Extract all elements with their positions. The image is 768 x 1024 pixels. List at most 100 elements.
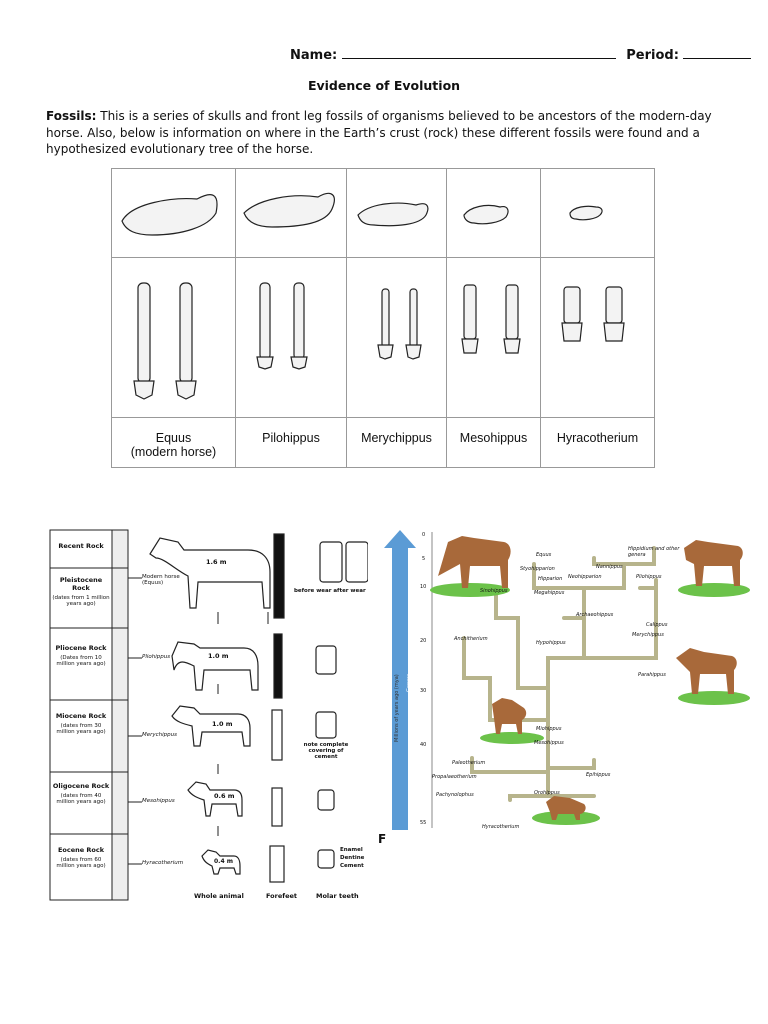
leg-merychippus-icon xyxy=(377,288,422,360)
size-mesohippus: 0.6 m xyxy=(214,792,235,800)
genus-miohippus: Miohippus xyxy=(536,726,562,732)
genus-nannippus: Nannippus xyxy=(596,564,623,570)
genus-hippidium: Hippidium and other genera xyxy=(628,546,680,558)
strata-drawing xyxy=(49,529,368,901)
column-label-hyracotherium: Hyracotherium xyxy=(556,431,639,445)
genus-mesohippus: Mesohippus xyxy=(534,740,564,746)
column-label-merychippus: Merychippus xyxy=(361,431,432,445)
equus-foot-icon xyxy=(273,533,285,619)
tick-0: 0 xyxy=(422,532,426,538)
footer-forefeet: Forefeet xyxy=(266,892,298,900)
genus-megahippus: Megahippus xyxy=(534,590,565,596)
genus-orohippus: Orohippus xyxy=(534,790,560,796)
skull-equus-icon xyxy=(121,194,218,236)
genus-paleotherium: Paleotherium xyxy=(452,760,486,766)
molar-hyracotherium-icon xyxy=(317,849,335,869)
stray-mark: F xyxy=(378,832,387,846)
arrow-label: Genera xyxy=(406,673,412,692)
genus-archaeohippus: Archaeohippus xyxy=(576,612,614,618)
column-label-mesohippus: Mesohippus xyxy=(459,431,528,445)
genus-styohipparion: Styohipparion xyxy=(520,566,555,572)
mesohippus-animal-icon xyxy=(187,781,243,817)
leg-hyracotherium-icon xyxy=(561,286,625,342)
label-pliohippus: Pliohippus xyxy=(142,654,171,660)
label-modern-horse: Modern horse (Equus) xyxy=(142,574,180,586)
size-equus: 1.6 m xyxy=(206,558,227,566)
tick-55: 55 xyxy=(420,820,427,826)
evolution-tree: Genera Millions of years ago (mya) 0 5 1… xyxy=(384,528,766,834)
genus-propalaeotherium: Propalaeotherium xyxy=(432,774,477,780)
skull-hyracotherium-icon xyxy=(569,205,603,221)
horse-hyracotherium-icon xyxy=(546,796,586,820)
period-blank[interactable] xyxy=(683,46,752,59)
intro-text: This is a series of skulls and front leg… xyxy=(46,109,712,156)
molar-after-wear-icon xyxy=(345,541,368,583)
rock-oligocene: Oligocene Rock (dates from 40 million ye… xyxy=(52,782,110,805)
molar-mesohippus-icon xyxy=(317,789,335,811)
genus-parahippus: Parahippus xyxy=(638,672,666,678)
column-label-pilohippus: Pilohippus xyxy=(262,431,320,445)
leg-mesohippus-icon xyxy=(461,284,521,354)
rock-pliocene: Pliocene Rock (Dates from 10 million yea… xyxy=(55,644,107,667)
label-mesohippus: Mesohippus xyxy=(142,798,175,804)
skull-pilohippus-icon xyxy=(243,192,335,228)
name-field[interactable]: Name: Period: xyxy=(290,46,752,63)
genus-pachynolophus: Pachynolophus xyxy=(436,792,474,798)
tick-10: 10 xyxy=(420,584,427,590)
horse-merychippus-icon xyxy=(676,648,737,694)
rock-pleistocene: Pleistocene Rock (dates from 1 million y… xyxy=(52,576,110,607)
genus-neohipparion: Neohipparion xyxy=(568,574,602,580)
pliohippus-foot-icon xyxy=(273,633,283,699)
column-label-equus: Equus (modern horse) xyxy=(130,431,217,459)
period-label: Period: xyxy=(626,48,679,63)
strata-diagram: Recent Rock Pleistocene Rock (dates from… xyxy=(48,528,368,908)
genus-hypohippus: Hypohippus xyxy=(536,640,566,646)
molar-before-wear-icon xyxy=(319,541,343,583)
horse-mesohippus-icon xyxy=(492,698,527,734)
rock-recent: Recent Rock xyxy=(58,542,104,550)
genus-hipparion: Hipparion xyxy=(538,576,563,582)
fossil-table: Equus (modern horse) Pilohippus Merychip… xyxy=(111,168,655,468)
note-cement: note complete covering of cement xyxy=(303,742,349,760)
size-merychippus: 1.0 m xyxy=(212,720,233,728)
genus-calippus: Calippus xyxy=(646,622,668,628)
genera-arrow-icon xyxy=(384,530,416,830)
merychippus-foot-icon xyxy=(271,709,283,761)
tick-5: 5 xyxy=(422,556,426,562)
leg-pilohippus-icon xyxy=(256,282,308,370)
genus-epihippus: Epihippus xyxy=(586,772,611,778)
tick-20: 20 xyxy=(420,638,427,644)
intro-lead: Fossils: xyxy=(46,109,97,123)
name-label: Name: xyxy=(290,48,338,63)
footer-whole-animal: Whole animal xyxy=(194,892,244,900)
merychippus-animal-icon xyxy=(171,705,251,747)
mesohippus-foot-icon xyxy=(271,787,283,827)
tick-30: 30 xyxy=(420,688,427,694)
size-pliohippus: 1.0 m xyxy=(208,652,229,660)
horse-pliohippus-icon xyxy=(684,540,743,586)
rock-eocene: Eocene Rock (dates from 60 million years… xyxy=(56,846,106,869)
rock-miocene: Miocene Rock (dates from 30 million year… xyxy=(55,712,107,735)
skull-mesohippus-icon xyxy=(463,204,509,225)
size-hyracotherium: 0.4 m xyxy=(214,858,233,865)
horse-equus-icon xyxy=(438,536,511,588)
molar-merychippus-icon xyxy=(315,711,337,739)
molar-pliohippus-icon xyxy=(315,645,337,675)
label-hyracotherium: Hyracotherium xyxy=(142,860,184,866)
name-blank[interactable] xyxy=(341,46,616,59)
tick-40: 40 xyxy=(420,742,427,748)
genus-merychippus: Merychippus xyxy=(632,632,664,638)
pliohippus-animal-icon xyxy=(171,641,259,691)
footer-molar-teeth: Molar teeth xyxy=(316,892,359,900)
skull-merychippus-icon xyxy=(357,202,429,227)
genus-anchitherium: Anchitherium xyxy=(454,636,488,642)
page-title: Evidence of Evolution xyxy=(307,78,461,93)
tooth-labels: Enamel Dentine Cement xyxy=(340,847,365,869)
hyracotherium-foot-icon xyxy=(269,845,285,883)
genus-pliohippus: Pliohippus xyxy=(636,574,662,580)
equus-animal-icon xyxy=(149,537,271,609)
intro-paragraph: Fossils: This is a series of skulls and … xyxy=(46,108,722,158)
leg-equus-icon xyxy=(133,282,197,400)
genus-hyracotherium: Hyracotherium xyxy=(482,824,520,830)
genus-sinohippus: Sinohippus xyxy=(480,588,508,594)
